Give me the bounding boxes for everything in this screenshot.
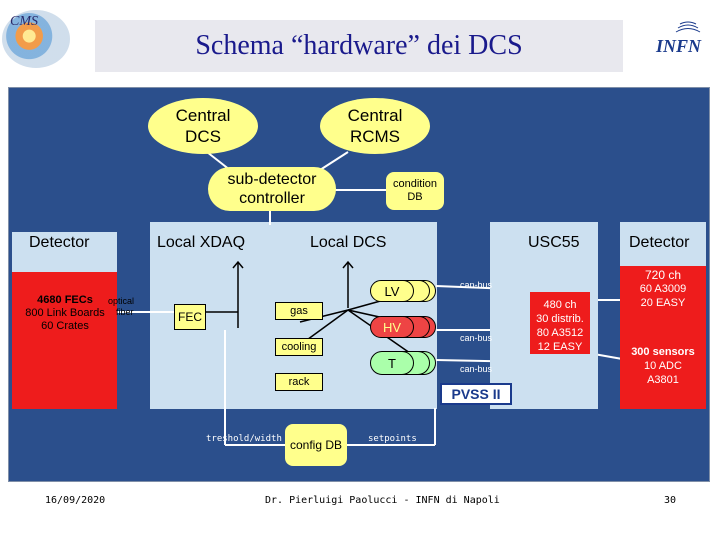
detector-right-heading: Detector: [629, 234, 690, 251]
optical-fiber-label: optical fiber: [108, 296, 134, 318]
subdetector-controller-label: sub-detector controller: [227, 171, 317, 207]
detector-left-header-bg: [12, 232, 117, 272]
pvss-label: PVSS II: [451, 386, 501, 402]
central-dcs-label: Central DCS: [175, 106, 231, 146]
cms-logo: [2, 10, 70, 68]
rack-node: rack: [275, 373, 323, 391]
detector-left-heading: Detector: [29, 234, 90, 251]
rack-label: rack: [288, 376, 310, 388]
pvss-logo: PVSS II: [440, 383, 512, 405]
usc55-modules: 80 A3512: [536, 327, 584, 339]
sensors-count: 300 sensors: [631, 346, 695, 358]
usc55-channels: 480 ch: [543, 299, 577, 311]
a3801-model: A3801: [647, 374, 679, 386]
central-rcms-node: Central RCMS: [320, 98, 430, 154]
can-bus-label-1: can-bus: [460, 280, 493, 290]
right-a3009: 60 A3009: [639, 283, 687, 295]
footer-page-number: 30: [664, 495, 677, 506]
usc55-box: [530, 292, 590, 354]
optical-fiber-line2: fiber: [116, 307, 134, 317]
usc55-easy: 12 EASY: [537, 341, 583, 353]
threshold-label: treshold/width: [206, 434, 282, 444]
link-boards-count: 800 Link Boards: [25, 307, 105, 319]
gas-label: gas: [290, 305, 308, 317]
condition-db-node: condition DB: [386, 172, 444, 210]
condition-db-label: condition DB: [392, 178, 438, 203]
footer-date: 16/09/2020: [45, 495, 106, 506]
lv-label: LV: [384, 283, 400, 299]
optical-fiber-line1: optical: [108, 296, 135, 306]
cooling-node: cooling: [275, 338, 323, 356]
t-label: T: [388, 355, 396, 371]
local-xdaq-heading: Local XDAQ: [157, 234, 246, 251]
config-db-label: config DB: [289, 438, 343, 452]
can-bus-label-3: can-bus: [460, 364, 493, 374]
fec-label: FEC: [178, 310, 202, 324]
title-band: [95, 20, 623, 72]
infn-logo: INFN: [655, 21, 702, 56]
usc55-info: 480 ch 30 distrib. 80 A3512 12 EASY: [530, 298, 590, 354]
usc55-distrib: 30 distrib.: [536, 313, 584, 325]
config-db-node: config DB: [285, 424, 347, 466]
local-dcs-heading: Local DCS: [310, 234, 387, 251]
infn-logo-text: INFN: [655, 36, 702, 56]
adc-count: 10 ADC: [644, 360, 682, 372]
t-node: T: [370, 351, 414, 375]
subdetector-controller-node: sub-detector controller: [208, 167, 336, 211]
page-title: Schema “hardware” dei DCS: [195, 30, 523, 61]
detector-right-bottom-info: 300 sensors 10 ADC A3801: [620, 345, 706, 387]
fec-node: FEC: [174, 304, 206, 330]
right-channels: 720 ch: [644, 268, 682, 282]
right-easy: 20 EASY: [640, 297, 686, 309]
central-dcs-node: Central DCS: [148, 98, 258, 154]
setpoints-label: setpoints: [368, 434, 417, 444]
lv-node: LV: [370, 280, 414, 302]
cms-logo-text: CMS: [10, 14, 38, 29]
detector-right-top-info: 720 ch 60 A3009 20 EASY: [620, 268, 706, 310]
fecs-count: 4680 FECs: [37, 294, 93, 306]
cooling-label: cooling: [281, 341, 317, 353]
hv-node: HV: [370, 316, 414, 338]
usc55-heading: USC55: [528, 234, 580, 251]
can-bus-label-2: can-bus: [460, 333, 493, 343]
crates-count: 60 Crates: [41, 320, 89, 332]
footer-author: Dr. Pierluigi Paolucci - INFN di Napoli: [265, 495, 500, 506]
hv-label: HV: [382, 319, 402, 335]
detector-left-box: [12, 272, 117, 409]
gas-node: gas: [275, 302, 323, 320]
detector-left-info: 4680 FECs 800 Link Boards 60 Crates: [20, 294, 110, 333]
central-rcms-label: Central RCMS: [347, 106, 403, 146]
detector-right-box: [620, 266, 706, 409]
